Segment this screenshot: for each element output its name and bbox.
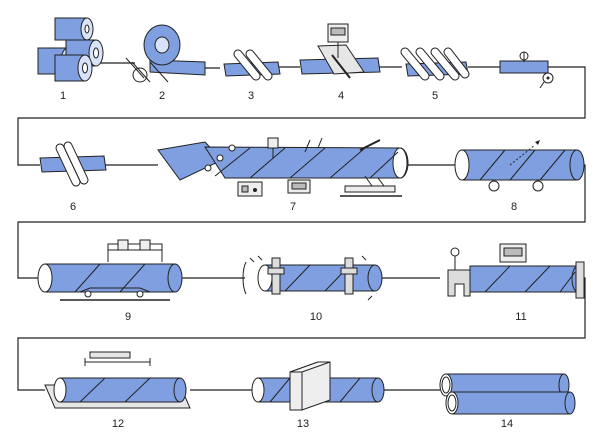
step-label-4: 4	[338, 90, 344, 102]
step-label-5: 5	[432, 90, 438, 102]
hydraulic-test-icon	[447, 243, 585, 299]
spiral-forming-welding-icon	[157, 137, 409, 197]
pipe-end-beveling-icon	[251, 361, 385, 411]
edge-rollers-icon	[400, 47, 470, 81]
step-label-10: 10	[310, 311, 322, 323]
step-label-12: 12	[112, 418, 124, 430]
step-label-13: 13	[297, 418, 309, 430]
inner-outer-welding-icon	[37, 239, 183, 301]
uncoiler-icon	[125, 24, 206, 83]
step-labels: 1 2 3 4 5 6 7 8 9 10 11 12 13 14	[60, 90, 527, 430]
steel-coil-icon	[37, 17, 104, 82]
process-flow-line	[17, 62, 586, 391]
step-label-2: 2	[159, 90, 165, 102]
step-label-9: 9	[125, 311, 131, 323]
step-label-7: 7	[290, 201, 296, 213]
ultrasonic-test-icon	[242, 255, 383, 301]
pipe-cutting-icon	[454, 140, 585, 192]
step-label-1: 1	[60, 90, 66, 102]
step-label-11: 11	[515, 311, 526, 323]
step-label-8: 8	[511, 201, 517, 213]
step-label-3: 3	[248, 90, 254, 102]
finished-pipes-icon	[439, 373, 576, 415]
x-ray-inspection-icon	[44, 351, 191, 409]
flattening-rollers-icon	[223, 49, 281, 81]
step-label-14: 14	[501, 418, 513, 430]
end-welder-icon	[299, 23, 381, 79]
bending-rollers-icon	[39, 141, 107, 187]
milling-machine-icon	[499, 51, 554, 89]
step-label-6: 6	[70, 201, 76, 213]
